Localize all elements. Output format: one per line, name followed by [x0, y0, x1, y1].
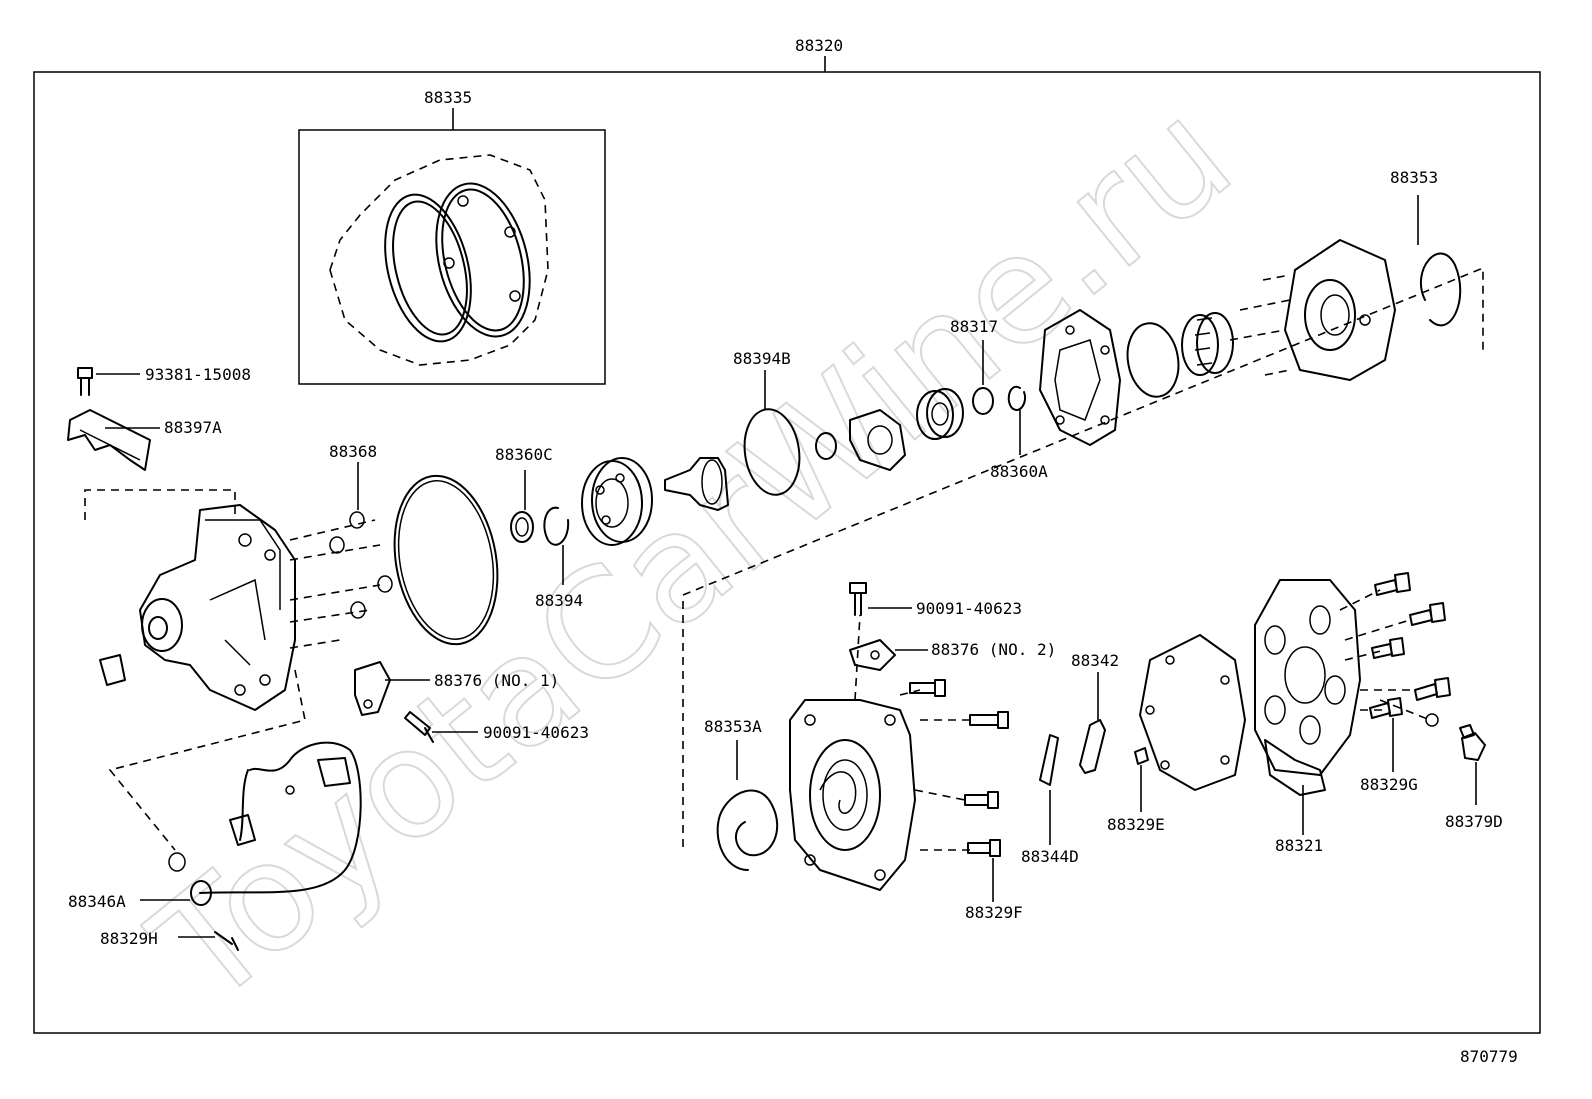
spiral-88353A: [716, 789, 779, 871]
small-ring: [815, 432, 837, 460]
cam-plate: [849, 409, 906, 471]
gasket-kit-drawing: [329, 154, 549, 366]
valve-gasket: [1039, 309, 1121, 446]
label-88379D: 88379D: [1445, 812, 1503, 831]
o-ring-large: [393, 474, 499, 646]
label-88329G: 88329G: [1360, 775, 1418, 794]
label-88368: 88368: [329, 442, 377, 461]
label-88346A: 88346A: [68, 892, 126, 911]
label-88353: 88353: [1390, 168, 1438, 187]
label-88329H: 88329H: [100, 929, 158, 948]
watermark: ToyotaCarWine.ru: [122, 68, 1263, 1038]
o-ring-small-right: [1425, 713, 1439, 727]
o-ring-sensor: [168, 852, 186, 872]
label-88360C: 88360C: [495, 445, 553, 464]
label-90091-40623-b: 90091-40623: [916, 599, 1022, 618]
housing-pins: [289, 511, 393, 649]
spring-88353: [1419, 252, 1462, 327]
plate-88342: [1079, 719, 1106, 774]
gasket-kit-frame: [298, 129, 606, 385]
clip-88376-no2: [849, 639, 896, 671]
bolts-88329G: [1369, 572, 1451, 719]
label-88342: 88342: [1071, 651, 1119, 670]
label-88394B: 88394B: [733, 349, 791, 368]
bracket-88397A: [67, 409, 151, 471]
front-housing: [99, 504, 296, 711]
bearing: [581, 457, 653, 546]
bolt-88329H: [214, 931, 239, 951]
cover-gasket: [1139, 634, 1246, 791]
label-93381-15008: 93381-15008: [145, 365, 251, 384]
bolt-90091-a: [404, 711, 434, 743]
washer-88317: [972, 387, 994, 415]
needle-bearing: [1181, 312, 1234, 376]
screw-88329E: [1134, 747, 1149, 765]
label-88344D: 88344D: [1021, 847, 1079, 866]
label-88360A: 88360A: [990, 462, 1048, 481]
valve-88379D: [1459, 724, 1486, 761]
wire-harness: [190, 741, 362, 906]
seal-88360C: [510, 511, 534, 543]
label-88397A: 88397A: [164, 418, 222, 437]
rear-housing: [1229, 239, 1396, 381]
label-88394: 88394: [535, 591, 583, 610]
label-88321: 88321: [1275, 836, 1323, 855]
label-88376-no2: 88376 (NO. 2): [931, 640, 1056, 659]
label-88317: 88317: [950, 317, 998, 336]
assembly-label: 88320: [795, 36, 843, 55]
ring-88360A: [1007, 385, 1026, 411]
snap-ring-88394B: [743, 408, 801, 496]
small-bearing: [916, 388, 964, 440]
ring-large: [1126, 322, 1180, 398]
front-cover: [789, 699, 916, 891]
bolts-88329F: [909, 679, 1009, 857]
bolt-93381: [77, 367, 93, 396]
label-90091-40623-a: 90091-40623: [483, 723, 589, 742]
label-88329F: 88329F: [965, 903, 1023, 922]
diagram-code: 870779: [1460, 1047, 1518, 1066]
assembly-frame: [33, 71, 1541, 1034]
bolt-90091-b: [849, 582, 867, 616]
snap-ring-88394: [543, 506, 570, 546]
kit-label: 88335: [424, 88, 472, 107]
label-88376-no1: 88376 (NO. 1): [434, 671, 559, 690]
shaft: [664, 457, 729, 511]
clip-88376-no1: [354, 661, 391, 716]
label-88353A: 88353A: [704, 717, 762, 736]
link-88344D: [1039, 734, 1059, 786]
label-88329E: 88329E: [1107, 815, 1165, 834]
cylinder-block-88321: [1254, 579, 1361, 796]
